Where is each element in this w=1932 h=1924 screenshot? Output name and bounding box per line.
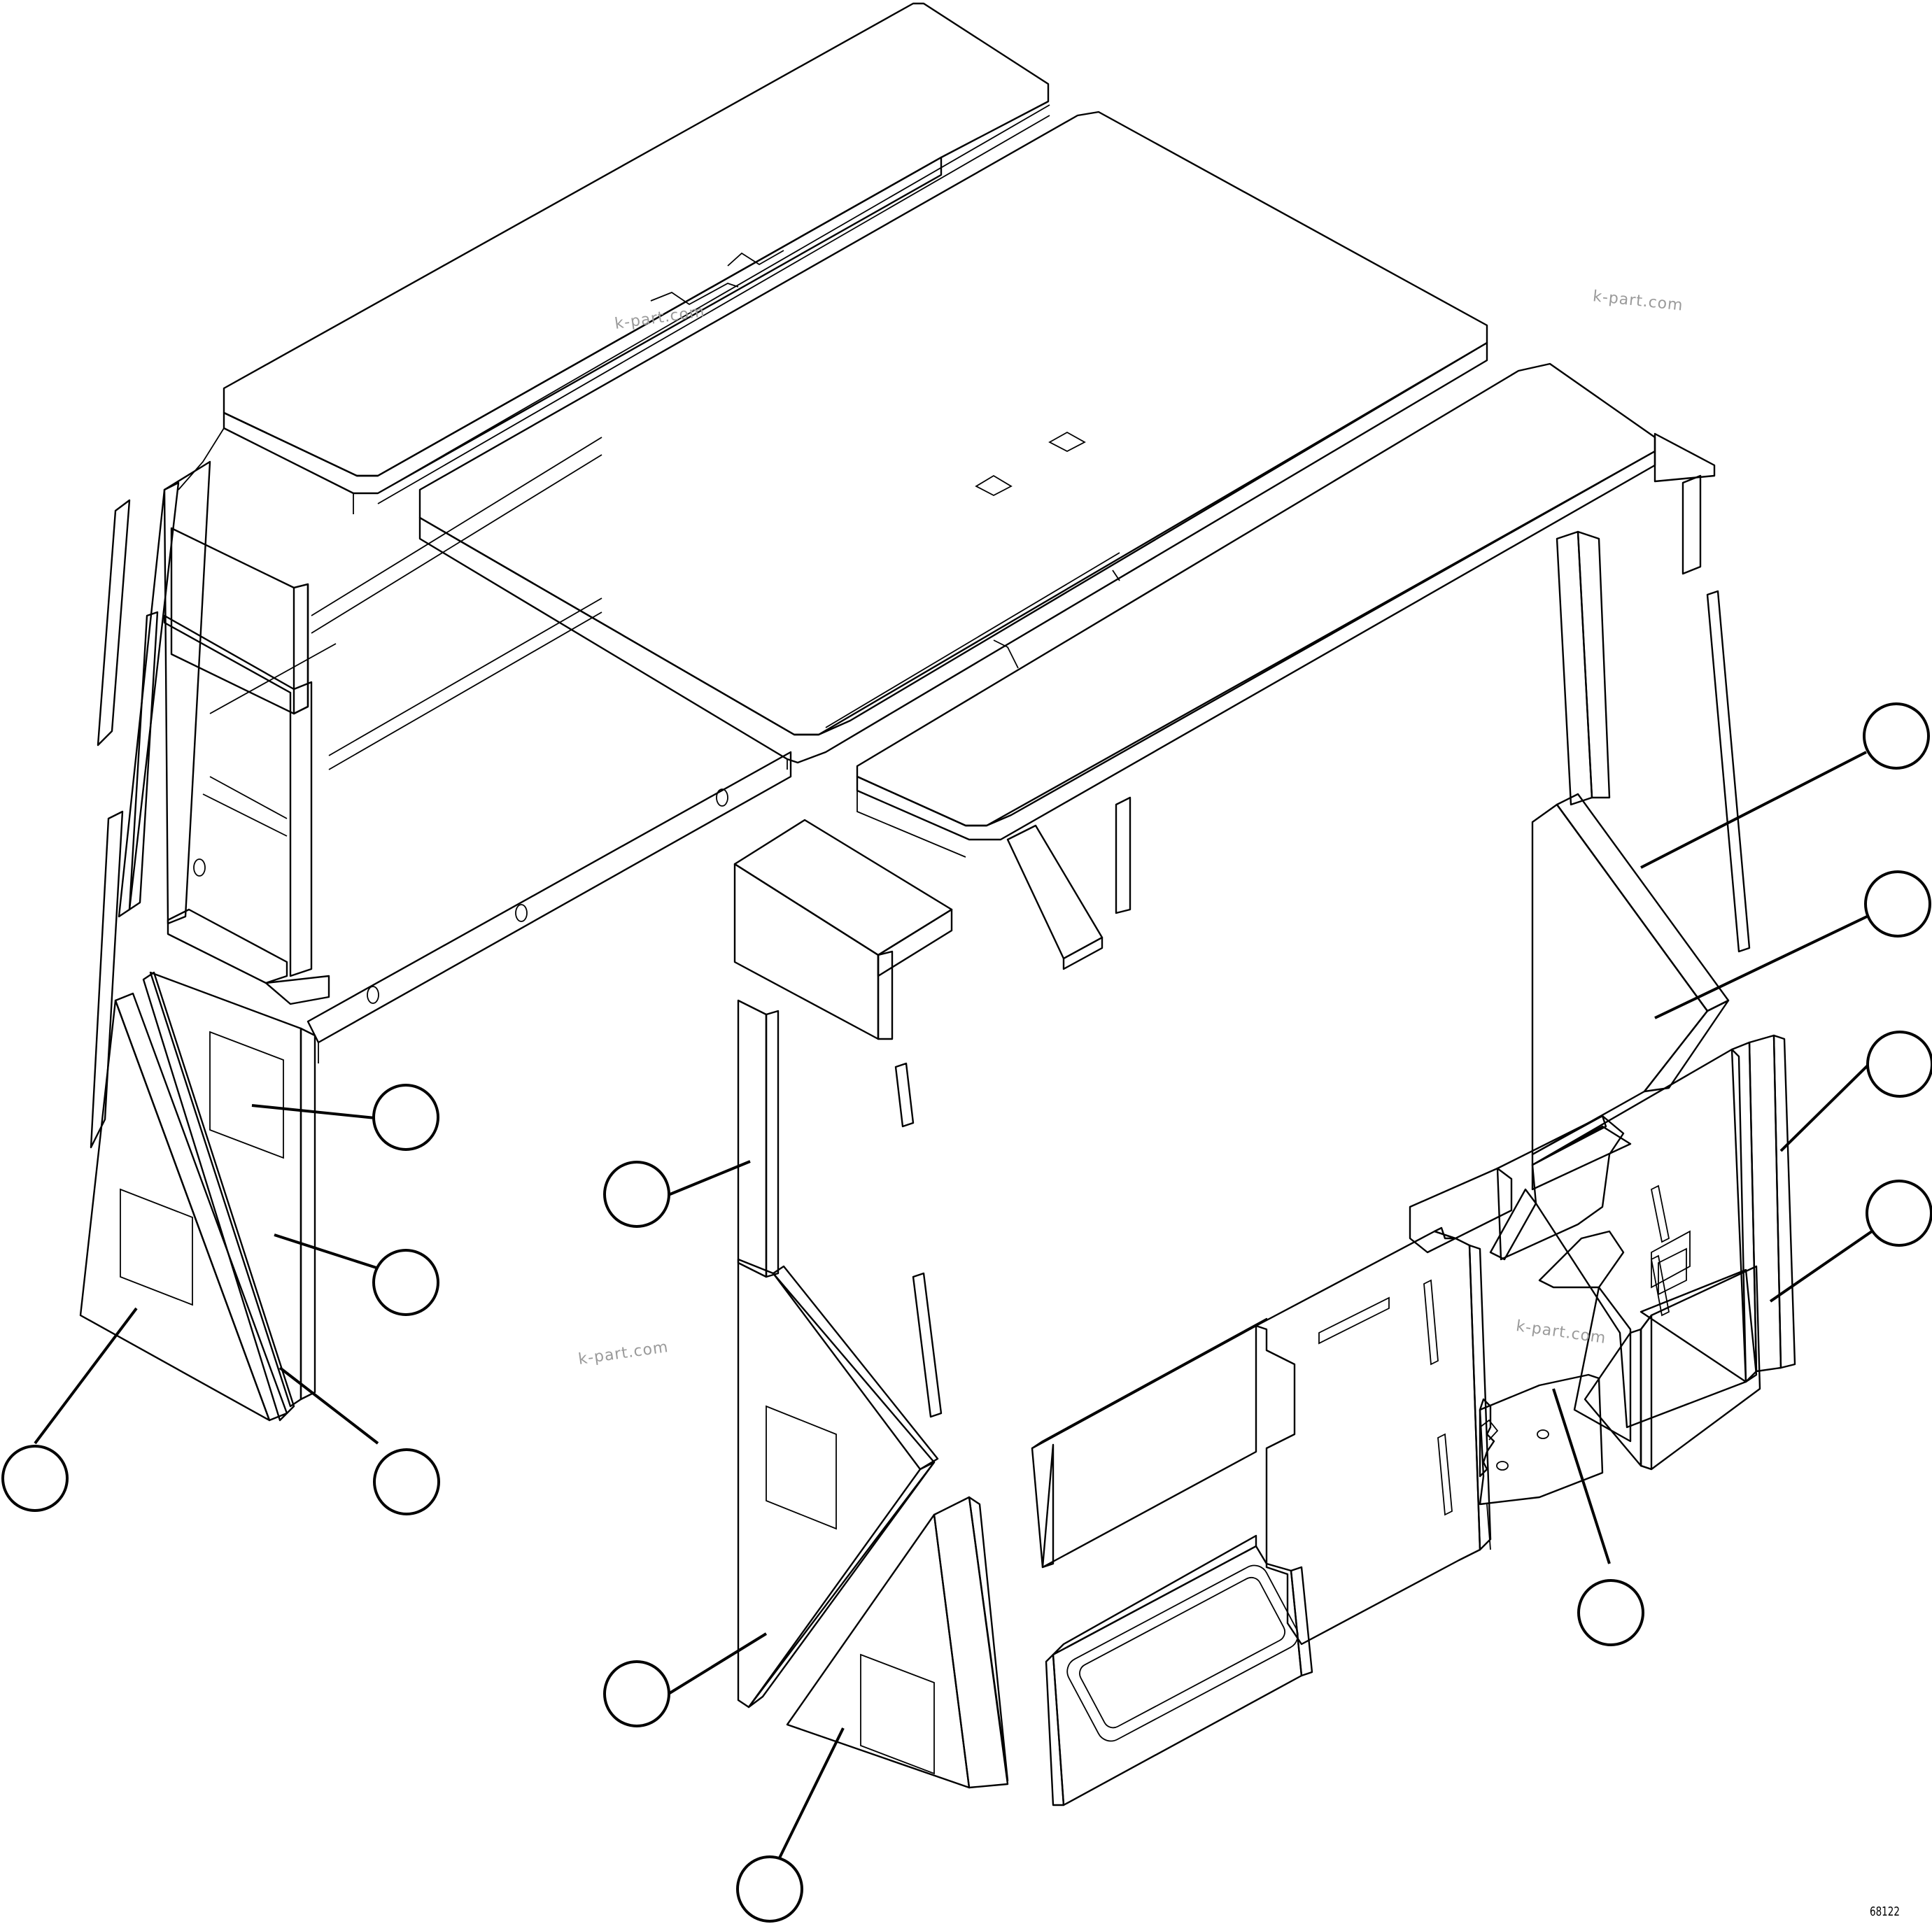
front-pillar-strip xyxy=(737,999,780,1278)
callout-balloon xyxy=(1,1445,69,1512)
callout-balloon xyxy=(1866,1031,1932,1098)
leader-lines xyxy=(34,751,1873,1876)
rear-header-beam xyxy=(193,597,792,1063)
center-right-bracket xyxy=(1409,1115,1642,1467)
roof-center-panel xyxy=(418,111,1488,770)
callout-balloon xyxy=(373,1448,440,1515)
callout-balloon xyxy=(1863,702,1930,770)
front-small-strips xyxy=(894,1062,943,1418)
callout-balloon xyxy=(1864,870,1931,938)
right-rear-pillar xyxy=(1556,474,1751,953)
front-lower-corner-panel xyxy=(786,1496,1009,1789)
roof-left-panel xyxy=(178,2,1050,514)
roof-edge-strips xyxy=(377,104,1120,728)
right-upper-corner-panel xyxy=(1531,793,1730,1156)
callout-balloon xyxy=(603,1161,670,1228)
callout-balloon xyxy=(372,1084,439,1151)
callout-balloon xyxy=(603,1660,670,1727)
roof-right-panel xyxy=(856,362,1716,858)
callout-balloon xyxy=(1866,1180,1932,1247)
left-corner-panel-inner xyxy=(142,971,316,1422)
front-lower-pillar-panel xyxy=(737,1258,939,1709)
rear-panel-hinge xyxy=(1479,1373,1604,1550)
drawing-number: 68122 xyxy=(1870,1904,1900,1919)
left-rear-pillar-frame xyxy=(118,437,602,1005)
left-window-strip xyxy=(90,499,131,1149)
callout-balloon xyxy=(372,1249,439,1316)
callout-balloon xyxy=(736,1855,803,1923)
rear-lower-main-panel xyxy=(1031,1226,1492,1806)
right-side-door-panel xyxy=(1531,1034,1796,1429)
front-diagonal-strut xyxy=(1006,796,1131,970)
callout-balloon xyxy=(1577,1579,1644,1646)
front-header-block xyxy=(733,819,953,1040)
callout-balloons xyxy=(1,702,1932,1923)
left-corner-panel-outer xyxy=(79,992,288,1422)
